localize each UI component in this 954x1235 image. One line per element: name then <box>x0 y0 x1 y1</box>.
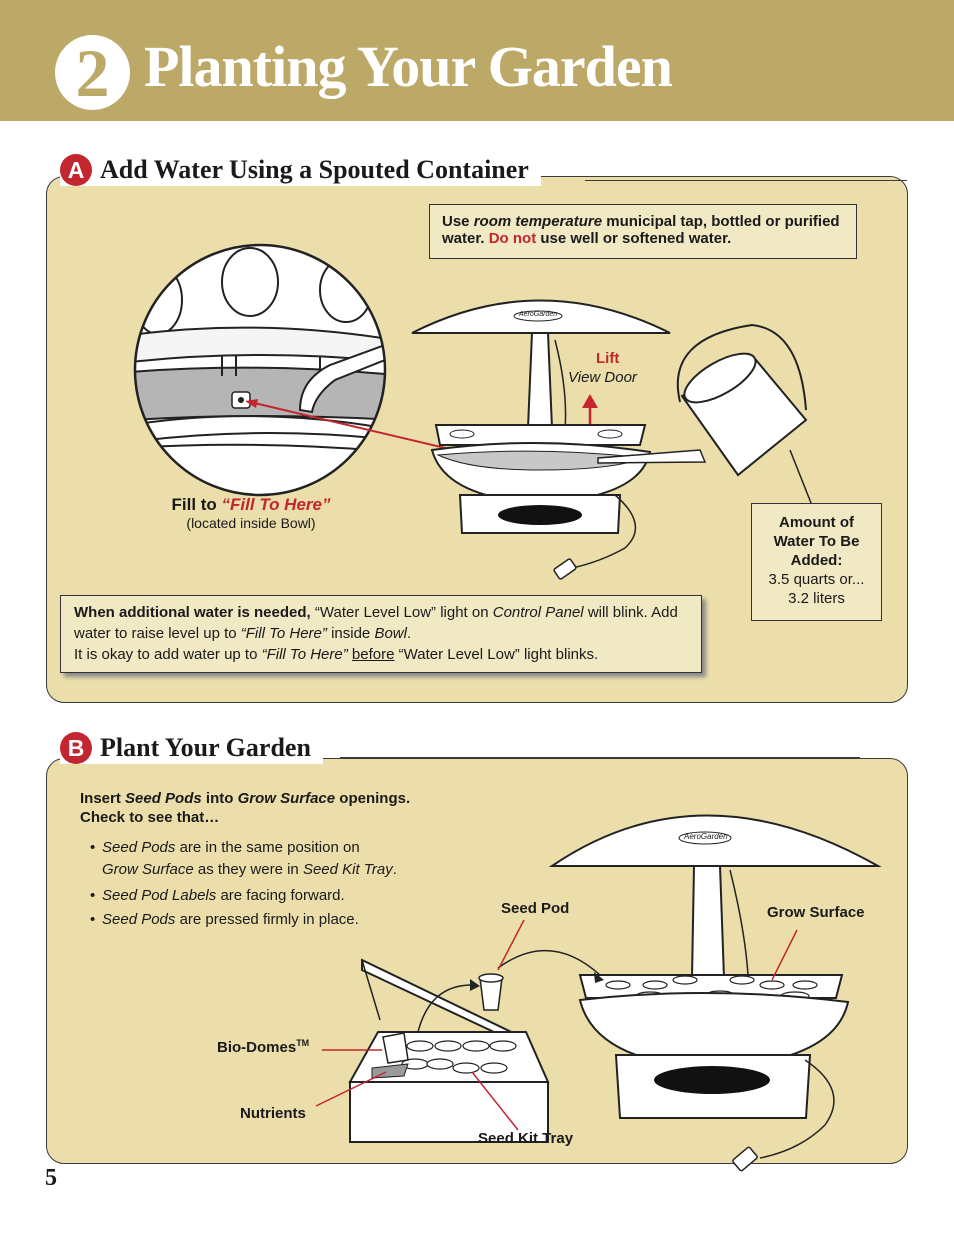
planting-check: Check to see that… <box>80 809 220 826</box>
bullet-1-em2: Grow Surface <box>102 861 194 878</box>
planting-instructions: Insert Seed Pods into Grow Surface openi… <box>80 789 410 929</box>
bio-domes-label: Bio-DomesTM <box>217 1038 309 1056</box>
water-amount-value: 3.5 quarts or... 3.2 liters <box>768 571 865 607</box>
additional-control-panel: Control Panel <box>492 604 584 621</box>
section-a-heading: A Add Water Using a Spouted Container <box>60 154 541 186</box>
seed-kit-tray-label: Seed Kit Tray <box>478 1130 574 1147</box>
bullet-3-text: are pressed firmly in place. <box>179 911 359 928</box>
section-b-title: Plant Your Garden <box>100 733 311 762</box>
aerogarden-unit-b <box>548 814 882 1172</box>
note-water-types: municipal tap, bottled or purified water… <box>442 213 840 247</box>
water-amount-title: Amount of Water To Be Added: <box>773 514 860 569</box>
additional-text-4: It is okay to add water up to <box>74 646 258 663</box>
bullet-1-text3: . <box>392 861 397 878</box>
intro-openings: openings. <box>339 790 411 807</box>
water-amount-box: Amount of Water To Be Added: 3.5 quarts … <box>751 503 882 621</box>
water-type-note: Use room temperature municipal tap, bott… <box>429 204 857 259</box>
additional-water-box: When additional water is needed, “Water … <box>60 595 702 673</box>
brand-logo-b: AeroGarden <box>684 832 728 841</box>
nutrients-label: Nutrients <box>240 1105 306 1122</box>
list-item: Seed Pods are in the same position on Gr… <box>80 837 410 881</box>
additional-before: before <box>351 646 395 663</box>
planting-intro: Insert Seed Pods into Grow Surface openi… <box>80 789 410 808</box>
seed-pod-label: Seed Pod <box>501 900 570 917</box>
brand-logo-a: AeroGarden <box>519 311 558 318</box>
additional-text-2: will blink. Add water to raise level up … <box>74 604 678 642</box>
fill-to-here-label: Fill to “Fill To Here” (located inside B… <box>160 495 342 531</box>
label-leader-lines <box>315 919 798 1131</box>
section-a-rule <box>585 180 907 181</box>
section-a-letter: A <box>60 154 92 186</box>
section-b-rule <box>340 757 860 758</box>
additional-text-1: “Water Level Low” light on <box>314 604 489 621</box>
bullet-1-em3: Seed Kit Tray <box>302 861 393 878</box>
fill-to-here-text: “Fill To Here” <box>221 495 331 514</box>
seed-kit-box <box>348 949 604 1143</box>
note-do-not: Do not <box>488 230 537 247</box>
page-title: Planting Your Garden <box>144 34 673 99</box>
step-number-badge: 2 <box>55 35 130 110</box>
watering-can <box>597 323 814 509</box>
zoom-detail-illustration <box>133 243 387 497</box>
additional-text-5: “Water Level Low” light blinks. <box>398 646 599 663</box>
bio-domes-text: Bio-Domes <box>217 1039 297 1056</box>
additional-lead: When additional water is needed, <box>74 604 311 621</box>
aerogarden-unit-a <box>411 299 671 580</box>
fill-to-text: Fill to <box>171 495 217 514</box>
additional-fill-here: “Fill To Here” <box>240 625 327 642</box>
intro-into: into <box>205 790 234 807</box>
view-door-label: View Door <box>568 369 637 386</box>
additional-text-3: inside <box>331 625 371 642</box>
lift-label: Lift <box>596 350 620 367</box>
bullet-2-em: Seed Pod Labels <box>102 887 217 904</box>
bullet-3-em: Seed Pods <box>102 911 176 928</box>
note-use: Use <box>442 213 470 230</box>
fill-location-note: (located inside Bowl) <box>186 515 316 531</box>
page-header <box>0 0 954 121</box>
note-well-water: use well or softened water. <box>540 230 732 247</box>
intro-seed-pods: Seed Pods <box>125 790 202 807</box>
bullet-2-text: are facing forward. <box>220 887 345 904</box>
bullet-1-text2: as they were in <box>197 861 299 878</box>
section-a-title: Add Water Using a Spouted Container <box>100 155 529 184</box>
additional-bowl: Bowl <box>374 625 407 642</box>
additional-fill-here-2: “Fill To Here” <box>261 646 348 663</box>
section-b-letter: B <box>60 732 92 764</box>
page-number: 5 <box>45 1165 57 1191</box>
bullet-1-em: Seed Pods <box>102 839 176 856</box>
section-b-heading: B Plant Your Garden <box>60 732 323 764</box>
grow-surface-label: Grow Surface <box>767 904 865 921</box>
bullet-1-text: are in the same position on <box>179 839 360 856</box>
list-item: Seed Pods are pressed firmly in place. <box>80 910 410 929</box>
intro-insert: Insert <box>80 790 121 807</box>
note-room-temp: room temperature <box>473 213 603 230</box>
trademark-mark: TM <box>296 1038 310 1048</box>
list-item: Seed Pod Labels are facing forward. <box>80 886 410 905</box>
intro-grow-surface: Grow Surface <box>237 790 336 807</box>
step-number: 2 <box>75 34 110 111</box>
